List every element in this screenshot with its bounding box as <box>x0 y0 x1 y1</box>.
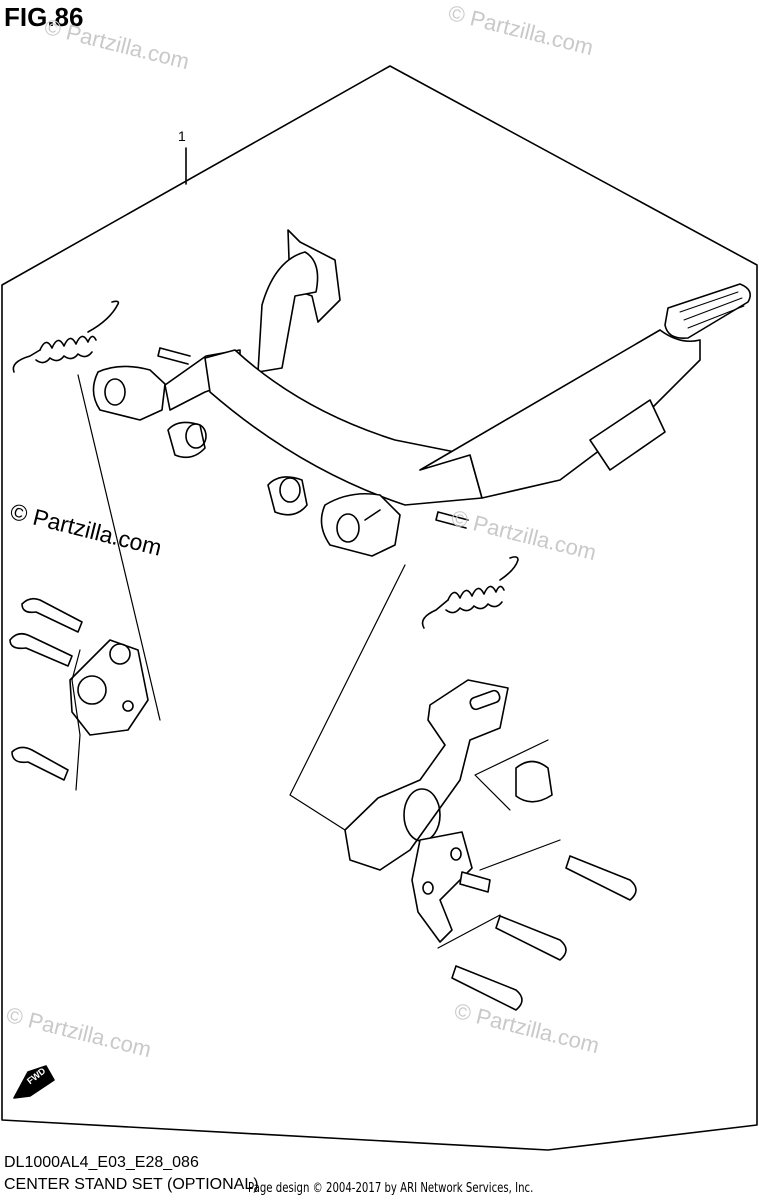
diagram-caption: CENTER STAND SET (OPTIONAL) <box>4 1176 259 1193</box>
springs <box>12 300 519 629</box>
assembly-outline <box>1 65 758 1151</box>
left-bracket <box>9 597 149 781</box>
bushings <box>157 347 469 529</box>
assembly-lines <box>71 374 561 949</box>
copyright-notice: Page design © 2004-2017 by ARI Network S… <box>248 1181 534 1196</box>
part-number-label: 1 <box>178 128 186 144</box>
right-bracket <box>344 679 637 1011</box>
fwd-arrow-icon <box>13 1065 55 1099</box>
diagram-code: DL1000AL4_E03_E28_086 <box>4 1154 199 1171</box>
figure-title: FIG.86 <box>4 2 84 32</box>
center-stand <box>92 229 751 557</box>
